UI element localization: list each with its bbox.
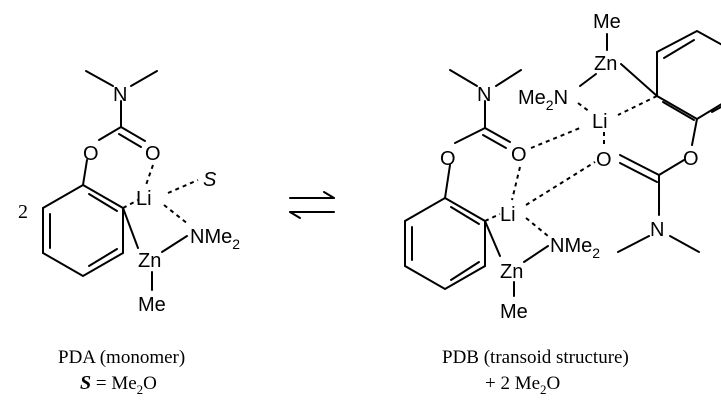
caption-byproduct: + 2 Me2O [485,373,560,397]
atom-li-upper: Li [592,111,608,133]
atom-me2n-upper: Me2N [518,87,568,113]
coordination-bond [525,161,596,206]
atom-o-ester-right: O [683,148,699,170]
atom-me-lower: Me [500,301,528,323]
bond [161,235,188,253]
bond [444,164,451,199]
ring-double-bond [88,193,118,212]
atom-n: N [113,84,127,106]
bond [454,127,486,144]
bond [658,159,685,176]
atom-o-carbonyl-left: O [511,144,527,166]
atom-o-ester: O [83,143,99,165]
coordination-bond [525,217,549,237]
atom-n-top: N [477,84,491,106]
bond [691,118,698,146]
atom-li: Li [136,188,152,210]
atom-zn: Zn [138,250,161,272]
ring-double-bond [450,206,480,225]
atom-o-carbonyl-right: O [596,149,612,171]
pdb-dimer-structure: O N O Li NMe2 Zn Me Me [404,11,721,323]
bond [617,235,650,253]
ring-double-bond [663,39,695,59]
forward-arrow-head [323,191,335,199]
solvent-symbol: S [203,169,217,191]
bond [130,70,158,87]
ring-double-bond [711,106,721,113]
coordination-bond [484,213,501,222]
bond [98,126,122,141]
bond [120,126,146,142]
pda-monomer-structure: 2 O N O S Li NMe2 [18,70,240,316]
benzene-ring-left [42,183,124,278]
atom-me-upper: Me [593,11,621,33]
bond [620,63,658,97]
coordination-bond [617,95,658,116]
bond [619,162,658,183]
bond [484,220,501,257]
atom-nme2: NMe2 [190,226,240,252]
atom-me: Me [138,294,166,316]
atom-nme2-lower: NMe2 [550,235,600,261]
bond [449,69,478,87]
caption-solvent-definition: S = Me2O [80,372,157,397]
bond [122,207,139,249]
atom-zn-lower: Zn [500,261,523,283]
atom-li-lower: Li [500,204,516,226]
ring-double-bond [88,248,118,267]
bond [484,127,511,143]
bond [82,159,88,186]
caption-pda: PDA (monomer) [58,347,185,368]
ring-double-bond [450,261,480,281]
atom-zn-upper: Zn [594,53,617,75]
coordination-bond [145,164,154,186]
coordination-bond [122,199,139,209]
coordination-bond [163,204,189,225]
bond [482,134,507,149]
coordination-bond [530,127,581,149]
atom-o-ester-left: O [440,148,456,170]
bond [619,154,660,176]
stoichiometric-coefficient: 2 [18,201,28,223]
coordination-bond [511,166,521,201]
atom-o-carbonyl: O [145,143,161,165]
bond [669,235,700,253]
bond [85,70,114,87]
equilibrium-arrows [289,191,335,219]
bond [118,133,142,148]
caption-pdb: PDB (transoid structure) [442,347,629,368]
bond [495,69,522,87]
bond [579,73,597,87]
benzene-ring-upper [656,29,721,121]
coordination-bond [577,102,591,113]
ring-double-bond [662,101,695,121]
benzene-ring-lower [404,196,486,291]
atom-n-bottom: N [650,219,664,241]
bond [523,245,549,263]
coordination-bond [167,179,199,194]
reverse-arrow-head [289,211,301,219]
